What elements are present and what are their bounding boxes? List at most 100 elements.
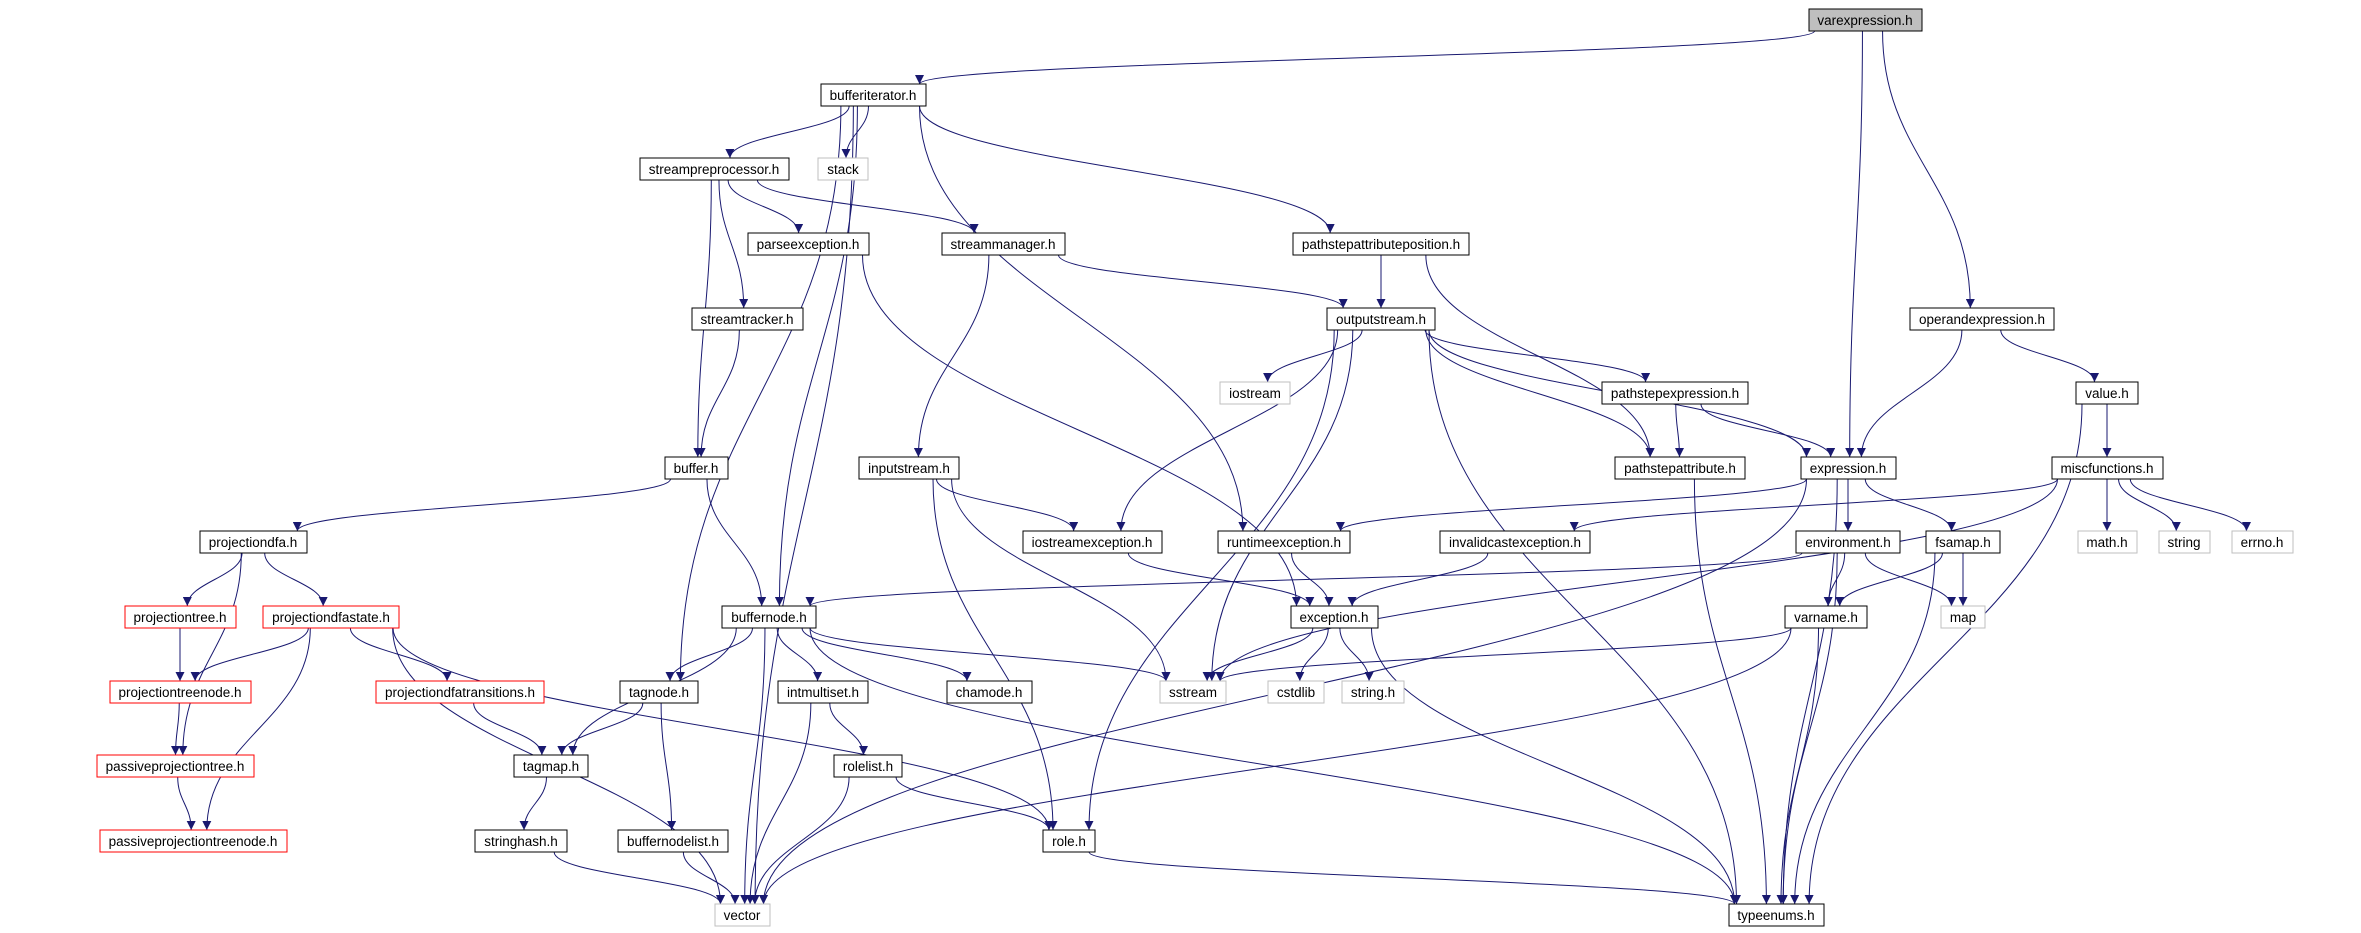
node-label: vector	[724, 908, 761, 923]
edge-passiveprojectiontree-to-passiveprojectiontreenode	[177, 776, 196, 831]
node-expression[interactable]: expression.h	[1800, 456, 1897, 480]
node-tagnode[interactable]: tagnode.h	[619, 680, 699, 704]
node-projectiondfastate[interactable]: projectiondfastate.h	[262, 605, 400, 629]
edge-outputstream-to-sstream	[1207, 329, 1354, 682]
node-role[interactable]: role.h	[1042, 829, 1096, 853]
node-label: outputstream.h	[1336, 312, 1426, 327]
edge-streamtracker-to-buffer	[696, 329, 740, 458]
node-runtimeexception[interactable]: runtimeexception.h	[1217, 530, 1351, 554]
edge-buffernode-to-vector	[740, 627, 766, 905]
node-streammanager[interactable]: streammanager.h	[941, 232, 1066, 256]
node-parseexception[interactable]: parseexception.h	[747, 232, 870, 256]
node-exception[interactable]: exception.h	[1290, 605, 1379, 629]
node-invalidcastexception[interactable]: invalidcastexception.h	[1439, 530, 1591, 554]
node-string[interactable]: string	[2158, 530, 2211, 554]
node-stack[interactable]: stack	[817, 157, 869, 181]
node-box	[96, 754, 255, 778]
node-projectiontree[interactable]: projectiontree.h	[124, 605, 237, 629]
edge-buffernode-to-typeenums	[809, 627, 1739, 905]
node-box	[1940, 605, 1986, 629]
node-box	[747, 232, 870, 256]
node-cstdlib[interactable]: cstdlib	[1267, 680, 1325, 704]
node-box	[99, 829, 288, 853]
node-label: environment.h	[1805, 535, 1891, 550]
node-sstream[interactable]: sstream	[1159, 680, 1227, 704]
node-box	[1601, 381, 1749, 405]
node-buffer[interactable]: buffer.h	[664, 456, 729, 480]
edge-bufferiterator-to-runtimeexception	[919, 105, 1248, 532]
node-rolelist[interactable]: rolelist.h	[833, 754, 903, 778]
node-mathh[interactable]: math.h	[2077, 530, 2138, 554]
node-box	[817, 157, 869, 181]
node-label: expression.h	[1810, 461, 1887, 476]
edge-pathstepexpression-to-expression	[1700, 403, 1836, 458]
node-intmultiset[interactable]: intmultiset.h	[777, 680, 869, 704]
node-typeenums[interactable]: typeenums.h	[1728, 903, 1825, 927]
node-bufferiterator[interactable]: bufferiterator.h	[820, 83, 927, 107]
node-box	[1341, 680, 1405, 704]
node-passiveprojectiontree[interactable]: passiveprojectiontree.h	[96, 754, 255, 778]
node-stringhash[interactable]: stringhash.h	[474, 829, 568, 853]
node-outputstream[interactable]: outputstream.h	[1326, 307, 1436, 331]
node-environment[interactable]: environment.h	[1795, 530, 1901, 554]
node-passiveprojectiontreenode[interactable]: passiveprojectiontreenode.h	[99, 829, 288, 853]
node-projectiontreenode[interactable]: projectiontreenode.h	[109, 680, 252, 704]
node-streamtracker[interactable]: streamtracker.h	[691, 307, 804, 331]
node-iostreamexception[interactable]: iostreamexception.h	[1022, 530, 1163, 554]
edge-miscfunctions-to-sstream	[1215, 478, 2058, 682]
node-varexpression[interactable]: varexpression.h	[1808, 8, 1923, 32]
node-iostream[interactable]: iostream	[1219, 381, 1291, 405]
edge-projectiondfastate-to-projectiondfatransitions	[349, 627, 452, 682]
node-miscfunctions[interactable]: miscfunctions.h	[2051, 456, 2164, 480]
node-box	[1439, 530, 1591, 554]
edge-invalidcastexception-to-exception	[1347, 552, 1489, 607]
node-label: buffernodelist.h	[627, 834, 719, 849]
edge-iostreamexception-to-exception	[1127, 552, 1315, 607]
node-label: pathstepattributeposition.h	[1302, 237, 1460, 252]
node-fsamap[interactable]: fsamap.h	[1925, 530, 2001, 554]
node-label: bufferiterator.h	[830, 88, 917, 103]
node-label: projectiondfastate.h	[272, 610, 390, 625]
node-vector[interactable]: vector	[714, 903, 771, 927]
edge-buffer-to-buffernode	[706, 478, 767, 607]
edge-streampreprocessor-to-streamtracker	[718, 179, 749, 309]
edge-outputstream-to-pathstepattribute	[1425, 329, 1655, 458]
node-streampreprocessor[interactable]: streampreprocessor.h	[639, 157, 790, 181]
node-map[interactable]: map	[1940, 605, 1986, 629]
node-box	[639, 157, 790, 181]
node-pathstepattributeposition[interactable]: pathstepattributeposition.h	[1292, 232, 1470, 256]
node-projectiondfatransitions[interactable]: projectiondfatransitions.h	[375, 680, 545, 704]
node-operandexpression[interactable]: operandexpression.h	[1909, 307, 2055, 331]
node-value[interactable]: value.h	[2075, 381, 2139, 405]
node-stringh[interactable]: string.h	[1341, 680, 1405, 704]
node-varname[interactable]: varname.h	[1784, 605, 1868, 629]
node-pathstepexpression[interactable]: pathstepexpression.h	[1601, 381, 1749, 405]
node-label: buffernode.h	[731, 610, 807, 625]
node-label: tagmap.h	[523, 759, 579, 774]
edge-exception-to-typeenums	[1371, 627, 1739, 905]
node-box	[1728, 903, 1825, 927]
node-label: string.h	[1351, 685, 1395, 700]
node-pathstepattribute[interactable]: pathstepattribute.h	[1614, 456, 1746, 480]
node-box	[1292, 232, 1470, 256]
node-chamode[interactable]: chamode.h	[946, 680, 1033, 704]
node-errnoh[interactable]: errno.h	[2231, 530, 2294, 554]
edge-pathstepexpression-to-pathstepattribute	[1674, 403, 1684, 458]
node-buffernode[interactable]: buffernode.h	[721, 605, 817, 629]
node-label: math.h	[2086, 535, 2127, 550]
edge-outputstream-to-pathstepexpression	[1424, 329, 1651, 383]
node-box	[2075, 381, 2139, 405]
edge-miscfunctions-to-string	[2118, 478, 2181, 532]
node-inputstream[interactable]: inputstream.h	[858, 456, 960, 480]
node-tagmap[interactable]: tagmap.h	[513, 754, 589, 778]
node-label: cstdlib	[1277, 685, 1315, 700]
node-projectiondfa[interactable]: projectiondfa.h	[199, 530, 308, 554]
node-box	[2231, 530, 2294, 554]
node-label: invalidcastexception.h	[1449, 535, 1581, 550]
edge-value-to-typeenums	[1804, 403, 2083, 905]
node-box	[1795, 530, 1901, 554]
edge-rolelist-to-vector	[750, 776, 850, 905]
node-box	[691, 307, 804, 331]
node-buffernodelist[interactable]: buffernodelist.h	[617, 829, 729, 853]
node-box	[1290, 605, 1379, 629]
